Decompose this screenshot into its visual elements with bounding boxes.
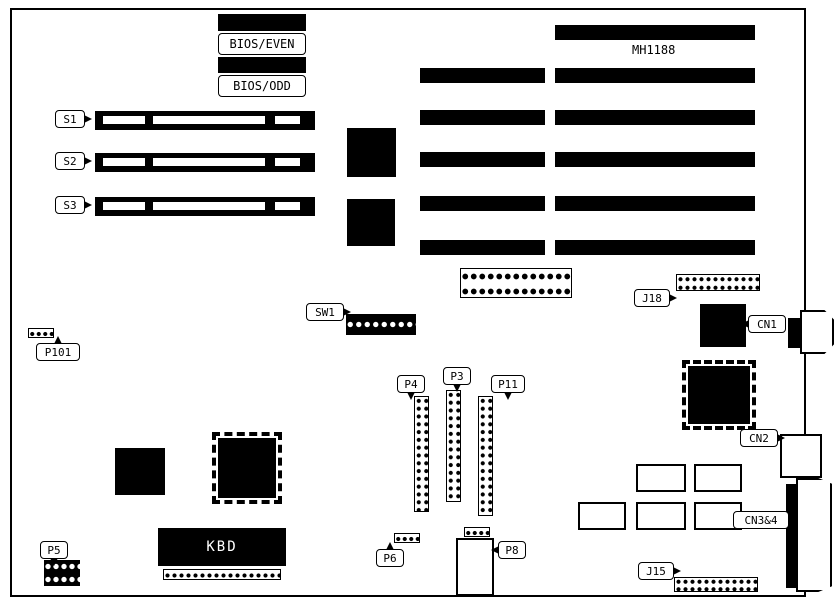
board-outline xyxy=(10,8,806,597)
isa-slot xyxy=(555,152,755,167)
p101-header xyxy=(28,328,54,338)
j18-label: J18 xyxy=(634,289,670,307)
component-outline xyxy=(636,464,686,492)
slot-s3-label: S3 xyxy=(55,196,85,214)
component-outline xyxy=(636,502,686,530)
p3-label: P3 xyxy=(443,367,471,385)
slot-key xyxy=(275,158,300,166)
p6-header xyxy=(394,533,420,543)
bios-odd-chip xyxy=(218,57,306,73)
chip xyxy=(347,128,396,177)
chip xyxy=(347,199,395,246)
p3-header xyxy=(446,390,461,502)
p11-header xyxy=(478,396,493,516)
cn2-label: CN2 xyxy=(740,429,778,447)
component-outline xyxy=(578,502,626,530)
isa-slot xyxy=(420,110,545,125)
p8-header xyxy=(464,527,490,537)
slot-key xyxy=(153,202,265,210)
slot-s2-label: S2 xyxy=(55,152,85,170)
slot-key xyxy=(103,158,145,166)
p6-label: P6 xyxy=(376,549,404,567)
cn3-4-label: CN3&4 xyxy=(733,511,789,529)
p101-label: P101 xyxy=(36,343,80,361)
isa-slot xyxy=(420,68,545,83)
board-part-number: MH1188 xyxy=(632,43,676,57)
j15-label: J15 xyxy=(638,562,674,580)
bios-even-label: BIOS/EVEN xyxy=(218,33,306,55)
kbd-pin-row xyxy=(163,569,281,580)
p11-label: P11 xyxy=(491,375,525,393)
bios-even-chip xyxy=(218,14,306,31)
qfp-chip xyxy=(682,360,756,430)
kbd-chip: KBD xyxy=(158,528,286,566)
slot-s1 xyxy=(95,111,315,130)
p8-label: P8 xyxy=(498,541,526,559)
chip xyxy=(115,448,165,495)
isa-slot xyxy=(555,25,755,40)
slot-key xyxy=(275,116,300,124)
slot-key xyxy=(103,202,145,210)
isa-slot xyxy=(555,196,755,211)
slot-s1-label: S1 xyxy=(55,110,85,128)
isa-slot xyxy=(555,110,755,125)
p4-header xyxy=(414,396,429,512)
pin-header-block xyxy=(460,268,572,298)
cn1-solder-row xyxy=(788,318,802,348)
sw1-label: SW1 xyxy=(306,303,344,321)
j18-header xyxy=(676,274,760,291)
cn1-label: CN1 xyxy=(748,315,786,333)
isa-slot xyxy=(555,240,755,255)
cn1-db9-connector xyxy=(800,310,834,354)
sw1-dip-switch xyxy=(346,314,416,335)
p4-label: P4 xyxy=(397,375,425,393)
p5-header xyxy=(44,560,80,586)
isa-slot xyxy=(555,68,755,83)
isa-slot xyxy=(420,152,545,167)
p5-label: P5 xyxy=(40,541,68,559)
slot-key xyxy=(103,116,145,124)
qfp-chip xyxy=(212,432,282,504)
isa-slot xyxy=(420,196,545,211)
isa-slot xyxy=(420,240,545,255)
component-outline xyxy=(694,464,742,492)
slot-key xyxy=(153,116,265,124)
slot-s3 xyxy=(95,197,315,216)
slot-key xyxy=(275,202,300,210)
slot-s2 xyxy=(95,153,315,172)
bios-odd-label: BIOS/ODD xyxy=(218,75,306,97)
cn3-4-solder-row xyxy=(786,484,798,588)
slot-key xyxy=(153,158,265,166)
cn3-4-db25-connector xyxy=(796,478,832,592)
j15-header xyxy=(674,577,758,592)
